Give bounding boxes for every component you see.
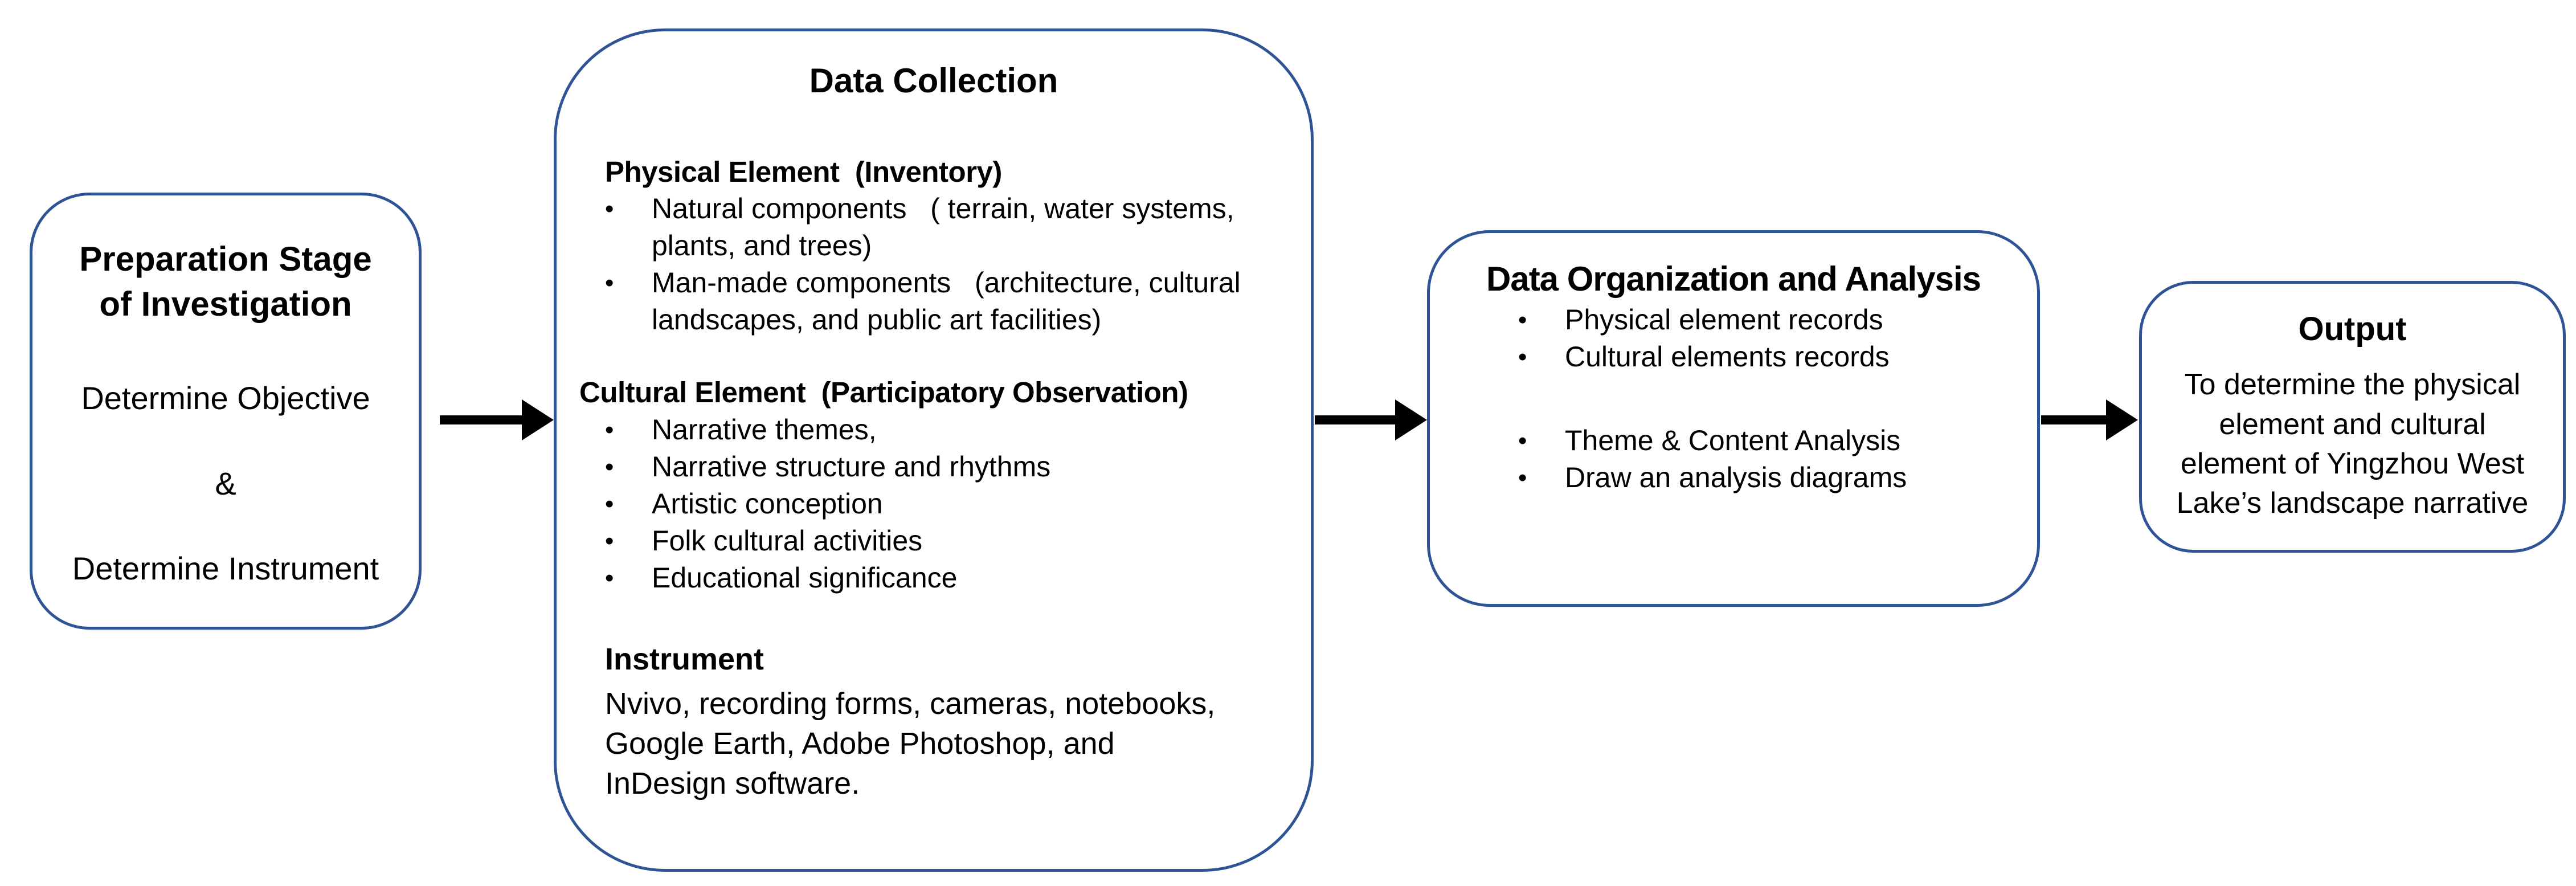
list-item: • Narrative structure and rhythms: [605, 448, 1288, 485]
list-item-text: Educational significance: [652, 561, 958, 594]
arrow-head-icon: [2106, 399, 2138, 440]
bullet-icon: •: [605, 489, 614, 518]
physical-bullet-list: • Natural components ( terrain, water sy…: [605, 190, 1288, 338]
data-collection-box: Data Collection Physical Element (Invent…: [554, 28, 1314, 872]
list-group-spacer: [1518, 375, 2023, 422]
arrow-shaft: [440, 415, 522, 424]
bullet-icon: •: [605, 415, 614, 444]
cultural-element-header: Cultural Element (Participatory Observat…: [579, 376, 1188, 409]
list-item: • Cultural elements records: [1518, 338, 2023, 375]
bullet-icon: •: [1518, 427, 1527, 455]
arrow-head-icon: [522, 399, 554, 440]
arrow-shaft: [1315, 415, 1395, 424]
list-item-text: Theme & Content Analysis: [1565, 424, 1901, 456]
determine-instrument-text: Determine Instrument: [72, 550, 379, 586]
list-item: • Draw an analysis diagrams: [1518, 459, 2023, 496]
list-item: • Physical element records: [1518, 301, 2023, 338]
list-item: • Man-made components (architecture, cul…: [605, 264, 1288, 338]
list-item-text: Draw an analysis diagrams: [1565, 462, 1907, 493]
bullet-icon: •: [1518, 306, 1527, 334]
list-item: • Folk cultural activities: [605, 522, 1288, 560]
instrument-text: Nvivo, recording forms, cameras, noteboo…: [605, 686, 1216, 801]
list-item-text: Narrative themes,: [652, 413, 877, 446]
organization-bullet-list: • Physical element records • Cultural el…: [1458, 301, 2023, 496]
data-organization-box-title: Data Organization and Analysis: [1486, 260, 1981, 298]
output-box-title: Output: [2298, 311, 2407, 348]
bullet-icon: •: [605, 526, 614, 555]
list-item: • Artistic conception: [605, 485, 1288, 522]
data-collection-box-title: Data Collection: [809, 62, 1058, 100]
bullet-icon: •: [605, 564, 614, 592]
list-item-text: Natural components ( terrain, water syst…: [652, 193, 1234, 262]
list-item-text: Man-made components (architecture, cultu…: [652, 267, 1241, 336]
preparation-box-title: Preparation Stage of Investigation: [79, 240, 372, 324]
list-item: • Theme & Content Analysis: [1518, 422, 2023, 459]
output-box: Output To determine the physical element…: [2139, 281, 2566, 553]
arrow-shaft: [2041, 415, 2106, 424]
list-item-text: Folk cultural activities: [652, 524, 923, 557]
list-item: • Narrative themes,: [605, 411, 1288, 448]
list-item: • Natural components ( terrain, water sy…: [605, 190, 1288, 264]
list-item-text: Cultural elements records: [1565, 341, 1890, 373]
determine-objective-text: Determine Objective: [81, 380, 370, 417]
flow-arrow-2: [1315, 399, 1427, 440]
bullet-icon: •: [1518, 343, 1527, 371]
ampersand-text: &: [215, 465, 236, 501]
bullet-icon: •: [605, 452, 614, 481]
arrow-head-icon: [1395, 399, 1427, 440]
list-item-text: Artistic conception: [652, 487, 883, 520]
list-item-text: Narrative structure and rhythms: [652, 450, 1051, 483]
bullet-icon: •: [1518, 464, 1527, 492]
preparation-stage-box: Preparation Stage of Investigation Deter…: [30, 193, 422, 630]
list-item-text: Physical element records: [1565, 304, 1883, 336]
data-organization-box: Data Organization and Analysis • Physica…: [1427, 230, 2040, 607]
instrument-header: Instrument: [605, 642, 764, 676]
list-item: • Educational significance: [605, 560, 1288, 597]
flow-arrow-1: [440, 399, 554, 440]
bullet-icon: •: [605, 269, 614, 297]
physical-element-header: Physical Element (Inventory): [605, 156, 1002, 188]
cultural-bullet-list: • Narrative themes, • Narrative structur…: [605, 411, 1288, 597]
output-text: To determine the physical element and cu…: [2176, 368, 2529, 520]
flow-arrow-3: [2041, 399, 2138, 440]
bullet-icon: •: [605, 195, 614, 223]
